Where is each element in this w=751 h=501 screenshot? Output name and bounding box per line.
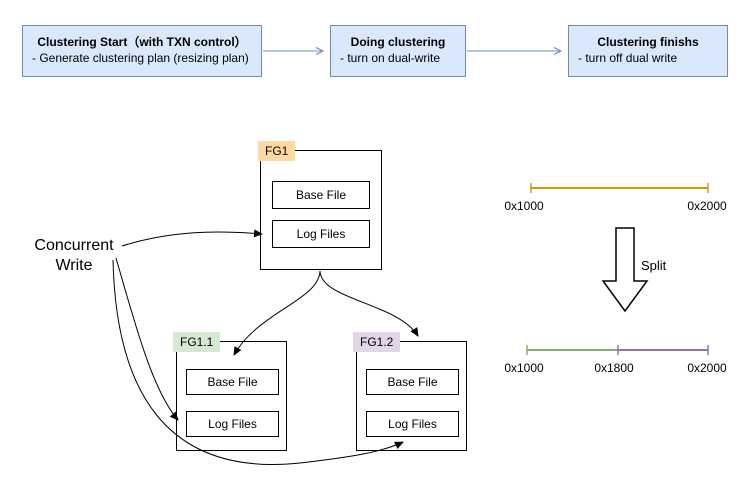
concurrent-write-arrow-to-fg1-1-log xyxy=(115,257,179,421)
file-group-tag-fg1-2: FG1.2 xyxy=(353,332,401,352)
fg1-base-file-box: Base File xyxy=(272,181,370,209)
range-after-mid-label: 0x1800 xyxy=(594,361,634,375)
fg1-split-arrow-to-fg1-2 xyxy=(319,270,419,337)
flow-step-title: Doing clustering xyxy=(350,35,446,50)
concurrent-write-label: Concurrent Write xyxy=(18,236,130,276)
fg1-log-files-box: Log Files xyxy=(272,220,370,248)
range-before-end-label: 0x2000 xyxy=(687,199,727,213)
file-group-tag-fg1: FG1 xyxy=(258,141,296,161)
file-group-fg1 xyxy=(260,150,382,270)
concurrent-write-line1: Concurrent xyxy=(34,237,114,254)
range-before-start-label: 0x1000 xyxy=(504,199,544,213)
fg1-1-log-files-box: Log Files xyxy=(186,411,279,437)
fg1-2-base-file-box: Base File xyxy=(366,369,459,395)
range-after-end-label: 0x2000 xyxy=(687,361,727,375)
flow-step-subtitle: - Generate clustering plan (resizing pla… xyxy=(32,51,249,65)
flow-step-doing-clustering: Doing clustering - turn on dual-write xyxy=(330,25,466,77)
flow-step-title: Clustering finishs xyxy=(597,35,699,50)
flow-step-clustering-finishes: Clustering finishs - turn off dual write xyxy=(568,25,728,77)
concurrent-write-arrow-to-fg1-log xyxy=(121,229,263,247)
range-after-start-label: 0x1000 xyxy=(504,361,544,375)
concurrent-write-line2: Write xyxy=(55,257,93,274)
file-group-tag-fg1-1: FG1.1 xyxy=(173,332,221,352)
fg1-1-base-file-box: Base File xyxy=(186,369,279,395)
flow-step-title: Clustering Start（with TXN control） xyxy=(37,35,247,50)
flow-step-subtitle: - turn on dual-write xyxy=(340,51,441,65)
flow-step-clustering-start: Clustering Start（with TXN control） - Gen… xyxy=(22,25,262,77)
split-label: Split xyxy=(641,258,667,273)
fg1-2-log-files-box: Log Files xyxy=(366,411,459,437)
flow-step-subtitle: - turn off dual write xyxy=(578,51,678,65)
